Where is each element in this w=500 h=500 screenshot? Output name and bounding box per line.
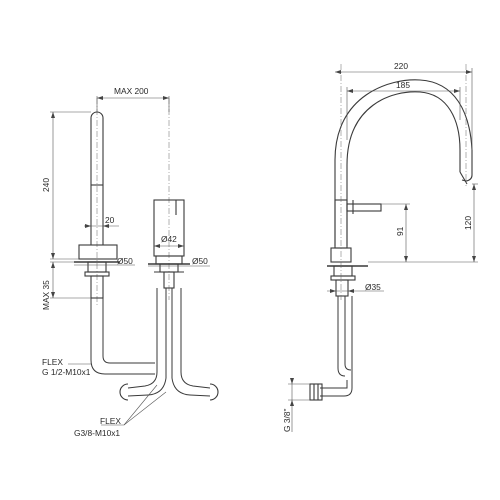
flex1-spec: G 1/2-M10x1 bbox=[42, 367, 91, 377]
faucet-thread bbox=[335, 279, 349, 297]
faucet-washer bbox=[330, 275, 356, 281]
dim-20-label: 20 bbox=[105, 215, 115, 225]
dim-dia50-right-label: Ø50 bbox=[192, 256, 208, 266]
spout-base bbox=[78, 244, 118, 260]
handle-hose-left-outer bbox=[127, 288, 158, 389]
dim-185-label: 185 bbox=[396, 80, 410, 90]
gooseneck-inner bbox=[346, 91, 461, 246]
dim-max200-arrow-l bbox=[97, 96, 103, 100]
dim-g38-arrow-t bbox=[290, 378, 294, 384]
dim-max35-arrow-t bbox=[51, 262, 55, 268]
dim-240-arrow-t bbox=[51, 112, 55, 118]
dim-220-label: 220 bbox=[394, 61, 408, 71]
dim-120-arrow-b bbox=[472, 256, 476, 262]
left-view: MAX 200 240 20 Ø42 Ø50 Ø50 MAX 35 F bbox=[41, 86, 219, 438]
dim-max200-arrow-r bbox=[163, 96, 169, 100]
flex2-leader-a bbox=[123, 384, 158, 426]
dim-20-arrow-r bbox=[103, 224, 109, 228]
flex1-label: FLEX bbox=[42, 357, 63, 367]
spout-hose-outer bbox=[90, 298, 155, 375]
spout-hose-inner bbox=[102, 298, 155, 364]
right-view: 220 185 91 120 Ø35 G 3/8" bbox=[282, 61, 478, 432]
handle-hose-right-inner bbox=[171, 288, 211, 397]
faucet-hose-a-outer bbox=[337, 296, 346, 377]
faucet-hose-b-inner bbox=[320, 380, 348, 389]
flex2-spec: G3/8-M10x1 bbox=[74, 428, 120, 438]
dim-g38-label: G 3/8" bbox=[282, 409, 292, 432]
dim-220-arrow-l bbox=[335, 70, 341, 74]
dim-240-arrow-b bbox=[51, 253, 55, 259]
dim-max35-arrow-b bbox=[51, 292, 55, 298]
dim-120-arrow-t bbox=[472, 184, 476, 190]
dim-20-arrow-l bbox=[85, 224, 91, 228]
dim-max200-label: MAX 200 bbox=[114, 86, 149, 96]
faucet-nut bbox=[333, 265, 353, 277]
hose-end-right bbox=[209, 383, 219, 401]
side-lever bbox=[346, 203, 382, 212]
dim-91-label: 91 bbox=[395, 226, 405, 236]
dim-dia42-arrow-l bbox=[154, 244, 160, 248]
hose-end-left bbox=[119, 383, 129, 401]
dim-dia35-arrow-r bbox=[348, 289, 354, 293]
dim-dia35-label: Ø35 bbox=[365, 282, 381, 292]
dim-dia42-label: Ø42 bbox=[161, 234, 177, 244]
dim-g38-arrow-b bbox=[290, 400, 294, 406]
dim-220-arrow-r bbox=[466, 70, 472, 74]
dim-91-arrow-t bbox=[404, 204, 408, 210]
faucet-hose-a-inner bbox=[344, 296, 352, 371]
dim-max35-label: MAX 35 bbox=[41, 280, 51, 310]
spout-thread bbox=[90, 275, 104, 299]
dim-dia50-left-label: Ø50 bbox=[117, 256, 133, 266]
flex2-leader-b bbox=[123, 391, 167, 426]
handle-hose-left-inner bbox=[127, 288, 167, 397]
handle-thread bbox=[163, 271, 175, 289]
faucet-hose-b-outer bbox=[320, 296, 353, 397]
dim-185-arrow-r bbox=[454, 89, 460, 93]
gooseneck-outer bbox=[334, 79, 473, 246]
dim-120-label: 120 bbox=[463, 216, 473, 230]
dim-91-arrow-b bbox=[404, 256, 408, 262]
dim-240-label: 240 bbox=[41, 178, 51, 192]
g38-connector bbox=[309, 383, 323, 401]
dim-185-arrow-l bbox=[347, 89, 353, 93]
dim-dia35-arrow-l bbox=[330, 289, 336, 293]
handle-hose-right-outer bbox=[180, 288, 211, 389]
flex2-label: FLEX bbox=[100, 416, 121, 426]
dim-dia42-arrow-r bbox=[178, 244, 184, 248]
